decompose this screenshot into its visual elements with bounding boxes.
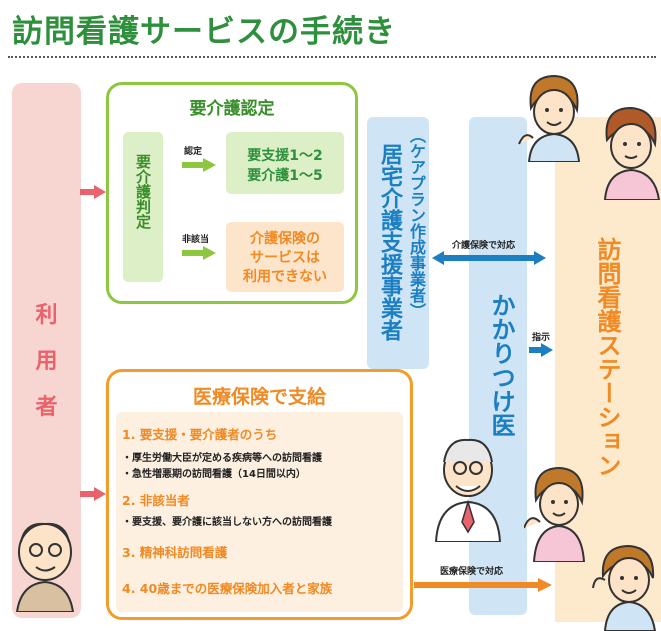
rejected-result-box: 介護保険の サービスは 利用できない <box>226 222 344 292</box>
medical-insurance-arrow <box>414 578 552 592</box>
iryo-item-2-heading: 2. 非該当者 <box>122 493 190 508</box>
nurse-illustration-third <box>524 466 586 562</box>
approved-arrow <box>182 158 216 172</box>
nurse-illustration-top <box>518 74 581 162</box>
title-divider <box>8 56 656 58</box>
rejected-line-2: サービスは <box>250 250 320 266</box>
youkaigo-judgement-box: 要介護判定 <box>123 132 163 282</box>
iryo-items-panel: 1. 要支援・要介護者のうち ・厚生労働大臣が定める疾病等への訪問看護 ・急性増… <box>116 412 403 612</box>
user-char-3: 者 <box>35 395 58 420</box>
approved-line-1: 要支援1〜2 <box>247 148 323 164</box>
approved-line-2: 要介護1〜5 <box>247 168 323 184</box>
rejected-line-1: 介護保険の <box>250 231 320 247</box>
rejected-label: 非該当 <box>182 235 210 245</box>
station-column: 訪問看護ステーション <box>555 117 661 622</box>
iryo-item-3-heading: 3. 精神科訪問看護 <box>122 545 228 560</box>
iryo-item-4-heading: 4. 40歳までの医療保険加入者と家族 <box>122 581 333 596</box>
rejected-arrow <box>182 246 216 260</box>
rejected-line-3: 利用できない <box>243 269 327 285</box>
care-insurance-label: 介護保険で対応 <box>452 241 516 251</box>
page-title: 訪問看護サービスの手続き <box>12 14 396 50</box>
medical-insurance-label: 医療保険で対応 <box>440 567 504 577</box>
user-to-kaigo-arrow <box>80 185 106 199</box>
iryo-item-1-bullet-2: ・急性増悪期の訪問看護（14日間以内） <box>122 469 306 480</box>
instruction-arrow <box>529 343 553 357</box>
station-label: 訪問看護ステーション <box>593 237 621 477</box>
iryo-item-1-heading: 1. 要支援・要介護者のうち <box>122 427 278 442</box>
kyotaku-name-label: 居宅介護支援事業者 <box>377 143 402 341</box>
iryo-hoken-title: 医療保険で支給 <box>192 386 326 408</box>
kyotaku-support-column: （ケアプラン作成事業者） 居宅介護支援事業者 <box>367 117 429 369</box>
care-insurance-arrow <box>432 251 546 265</box>
kakaritsuke-label: かかりつけ医 <box>487 293 515 437</box>
youkaigo-judgement-label: 要介護判定 <box>134 154 152 229</box>
iryo-item-1-bullet-1: ・厚生労働大臣が定める疾病等への訪問看護 <box>122 453 322 464</box>
nurse-illustration-bottom <box>592 544 657 631</box>
kyotaku-paren-label: （ケアプラン作成事業者） <box>407 127 426 319</box>
approved-result-box: 要支援1〜2 要介護1〜5 <box>226 132 344 194</box>
doctor-illustration <box>434 438 502 542</box>
user-char-2: 用 <box>35 349 58 374</box>
approved-label: 認定 <box>184 147 203 157</box>
user-to-iryo-arrow <box>80 487 106 501</box>
nurse-illustration-second <box>603 106 661 200</box>
kaigo-nintei-title: 要介護認定 <box>189 99 275 119</box>
iryo-item-2-bullet-1: ・要支援、要介護に該当しない方への訪問看護 <box>122 517 332 528</box>
instruction-label: 指示 <box>532 333 551 343</box>
elderly-user-illustration <box>15 522 75 612</box>
user-char-1: 利 <box>35 303 58 328</box>
